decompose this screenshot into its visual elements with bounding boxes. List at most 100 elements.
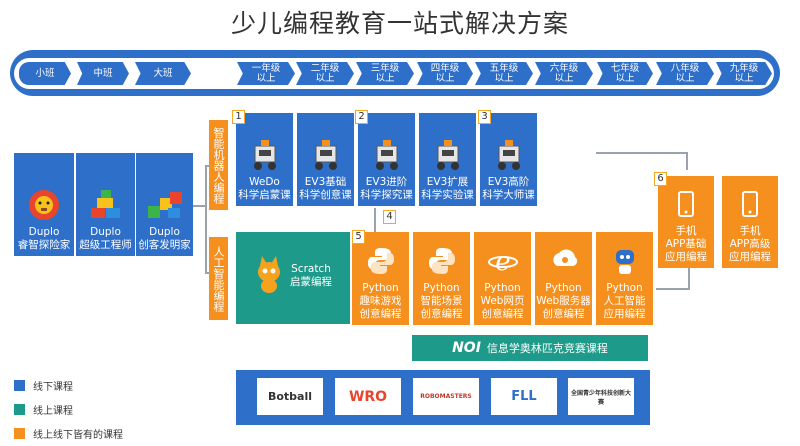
robot-course-line1: WeDo xyxy=(249,176,280,188)
duplo-blocks-icon xyxy=(145,188,185,222)
robot-course-card: EV3进阶科学探究课 xyxy=(358,113,415,206)
ai-programming-label: 人工智能编程 xyxy=(209,237,228,320)
grade-chevron: 中班 xyxy=(77,62,129,85)
python-icon xyxy=(422,244,462,278)
noi-label: 信息学奥林匹克竞赛课程 xyxy=(486,342,608,355)
robot-course-card: EV3基础科学创意课 xyxy=(297,113,354,206)
duplo-card-engineer: Duplo 超级工程师 xyxy=(76,153,135,256)
robot-course-line1: EV3扩展 xyxy=(426,176,469,188)
duplo-bricks-icon xyxy=(86,188,126,222)
python-course-line2: 人工智能 xyxy=(603,295,646,307)
step-badge-4: 4 xyxy=(383,210,396,224)
connector-robot-mobile-down xyxy=(686,152,688,170)
python-course-line3: 创意编程 xyxy=(542,308,585,320)
scratch-title: Scratch xyxy=(291,263,331,275)
gear-network-icon xyxy=(544,244,584,278)
ev3-humanoid-icon xyxy=(489,138,529,172)
mobile-app-basic-card: 手机 APP基础 应用编程 xyxy=(658,176,714,268)
legend-online: 线上课程 xyxy=(14,402,73,417)
legend-both: 线上线下皆有的课程 xyxy=(14,426,123,441)
grade-chevron: 九年级 以上 xyxy=(716,62,772,85)
scratch-card: Scratch 启蒙编程 xyxy=(236,232,350,324)
competition-logo: FLL xyxy=(491,378,557,415)
legend-online-label: 线上课程 xyxy=(33,406,73,417)
competition-logo: ROBOMASTERS xyxy=(413,378,479,415)
connector-python-mobile-up xyxy=(688,268,690,290)
python-course-line1: Python xyxy=(545,282,582,294)
python-course-line1: Python xyxy=(606,282,643,294)
competition-logo: 全国青少年科技创新大赛 xyxy=(568,378,634,415)
connector-python-mobile xyxy=(656,288,690,290)
python-course-line2: Web服务器 xyxy=(536,295,591,307)
duplo-card-inventor-subtitle: 创客发明家 xyxy=(138,239,191,251)
connector-robot-python xyxy=(374,208,376,234)
step-badge-3: 3 xyxy=(478,110,491,124)
mobile-advanced-line2: APP高级 xyxy=(729,238,771,250)
grade-chevron: 六年级 以上 xyxy=(535,62,593,85)
legend-offline-swatch xyxy=(14,380,25,391)
python-course-line3: 创意编程 xyxy=(359,308,402,320)
python-course-line2: Web网页 xyxy=(480,295,525,307)
grade-chevron: 七年级 以上 xyxy=(597,62,653,85)
python-icon xyxy=(361,244,401,278)
robot-course-line1: EV3高阶 xyxy=(487,176,530,188)
python-course-line1: Python xyxy=(362,282,399,294)
duplo-card-explorer-title: Duplo xyxy=(28,226,60,238)
noi-competition-bar: NOI 信息学奥林匹克竞赛课程 xyxy=(412,335,648,361)
duplo-card-inventor: Duplo 创客发明家 xyxy=(136,153,193,256)
competition-logo: Botball xyxy=(257,378,323,415)
grade-chevron: 一年级 以上 xyxy=(237,62,295,85)
legend-both-swatch xyxy=(14,428,25,439)
ev3-vehicle-icon xyxy=(428,138,468,172)
scratch-subtitle: 启蒙编程 xyxy=(290,276,332,288)
phone-icon xyxy=(666,187,706,221)
connector-branch xyxy=(205,165,207,273)
robot-course-line2: 科学创意课 xyxy=(299,189,352,201)
mobile-basic-line3: 应用编程 xyxy=(665,251,707,263)
legend-offline: 线下课程 xyxy=(14,378,73,393)
step-badge-1: 1 xyxy=(232,110,245,124)
grade-chevron: 四年级 以上 xyxy=(417,62,473,85)
robot-programming-label: 智能机器人编程 xyxy=(209,120,228,210)
mobile-basic-line2: APP基础 xyxy=(665,238,707,250)
step-badge-6: 6 xyxy=(654,172,667,186)
ie-browser-icon: e xyxy=(483,244,523,278)
connector-robot-mobile xyxy=(596,152,688,154)
grade-chevron: 八年级 以上 xyxy=(656,62,714,85)
robot-course-card: EV3扩展科学实验课 xyxy=(419,113,476,206)
duplo-lion-icon xyxy=(24,188,64,222)
mobile-advanced-line3: 应用编程 xyxy=(729,251,771,263)
duplo-card-engineer-title: Duplo xyxy=(90,226,121,238)
grade-chevron: 三年级 以上 xyxy=(356,62,414,85)
ai-robot-icon xyxy=(605,244,645,278)
step-badge-2: 2 xyxy=(355,110,368,124)
mobile-advanced-line1: 手机 xyxy=(739,225,761,237)
legend-online-swatch xyxy=(14,404,25,415)
robot-course-line2: 科学启蒙课 xyxy=(238,189,291,201)
duplo-card-engineer-subtitle: 超级工程师 xyxy=(79,239,132,251)
legend-offline-label: 线下课程 xyxy=(33,382,73,393)
python-course-line2: 智能场景 xyxy=(420,295,463,307)
duplo-card-explorer: Duplo 睿智探险家 xyxy=(14,153,74,256)
connector-robot xyxy=(205,165,210,167)
grade-chevron: 大班 xyxy=(135,62,191,85)
mobile-basic-line1: 手机 xyxy=(675,225,697,237)
grade-chevron: 五年级 以上 xyxy=(475,62,533,85)
step-badge-5: 5 xyxy=(352,230,365,244)
mobile-app-advanced-card: 手机 APP高级 应用编程 xyxy=(722,176,778,268)
robot-course-card: EV3高阶科学大师课 xyxy=(480,113,537,206)
wedo-robot-icon xyxy=(245,138,285,172)
python-course-line2: 趣味游戏 xyxy=(359,295,402,307)
phone-icon xyxy=(730,187,770,221)
robot-course-line1: EV3进阶 xyxy=(365,176,408,188)
python-course-line1: Python xyxy=(484,282,521,294)
svg-text:e: e xyxy=(495,247,510,276)
duplo-card-inventor-title: Duplo xyxy=(149,226,180,238)
duplo-card-explorer-subtitle: 睿智探险家 xyxy=(17,239,71,251)
robot-course-line2: 科学探究课 xyxy=(360,189,413,201)
